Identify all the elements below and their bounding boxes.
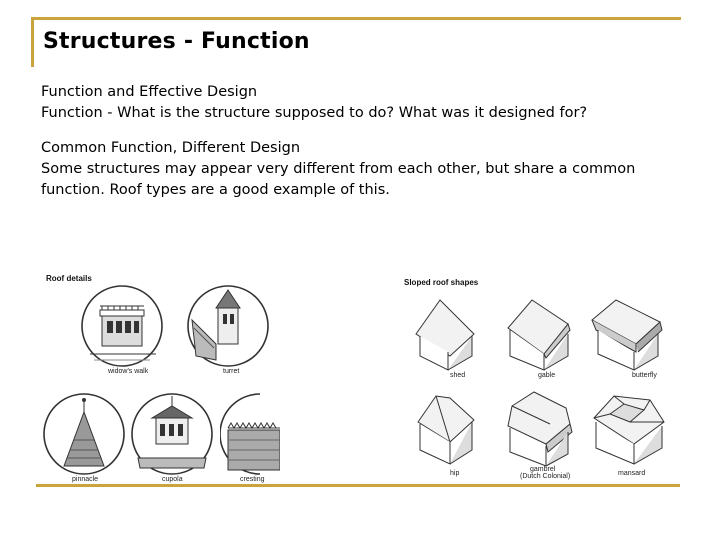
left-accent-rule — [31, 17, 34, 67]
butterfly-label: butterfly — [632, 372, 657, 379]
hip-roof-illustration: hip — [410, 386, 490, 478]
widows-walk-illustration: widow's walk — [80, 280, 180, 378]
gambrel-roof-illustration: gambrel (Dutch Colonial) — [500, 386, 580, 482]
cupola-illustration: cupola — [128, 388, 218, 486]
gable-roof-illustration: gable — [500, 294, 580, 380]
hip-label: hip — [450, 470, 460, 477]
slide-title: Structures - Function — [43, 29, 310, 54]
gable-label: gable — [538, 372, 556, 379]
section-heading: Function and Effective Design — [41, 84, 258, 100]
roof-details-heading: Roof details — [46, 274, 92, 283]
section-body: Function - What is the structure suppose… — [41, 105, 588, 121]
sloped-roofs-heading: Sloped roof shapes — [404, 278, 479, 287]
mansard-roof-illustration: mansard — [588, 386, 678, 478]
widows-walk-label: widow's walk — [108, 368, 149, 375]
section-heading: Common Function, Different Design — [41, 140, 301, 156]
butterfly-roof-illustration: butterfly — [588, 290, 678, 380]
shed-label: shed — [450, 372, 466, 379]
bottom-accent-rule — [36, 484, 680, 487]
gambrel-sublabel: (Dutch Colonial) — [520, 473, 571, 480]
roof-details-figure: Roof details widow's walk turret — [40, 266, 280, 486]
shed-roof-illustration: shed — [410, 294, 490, 380]
gambrel-label: gambrel — [530, 466, 556, 473]
sloped-roofs-figure: Sloped roof shapes shed gable butterfly — [400, 270, 680, 482]
top-accent-rule — [31, 17, 681, 20]
cresting-label: cresting — [240, 476, 265, 483]
section-body: Some structures may appear very differen… — [41, 161, 636, 198]
cupola-label: cupola — [162, 476, 183, 483]
section-effective-design: Function and Effective Design Function -… — [41, 82, 587, 124]
mansard-label: mansard — [618, 470, 646, 477]
pinnacle-label: pinnacle — [72, 476, 99, 483]
turret-label: turret — [223, 368, 240, 375]
pinnacle-illustration: pinnacle — [40, 388, 130, 486]
section-common-function: Common Function, Different Design Some s… — [41, 138, 641, 201]
turret-illustration: turret — [186, 280, 276, 378]
cresting-illustration: cresting — [220, 388, 280, 486]
